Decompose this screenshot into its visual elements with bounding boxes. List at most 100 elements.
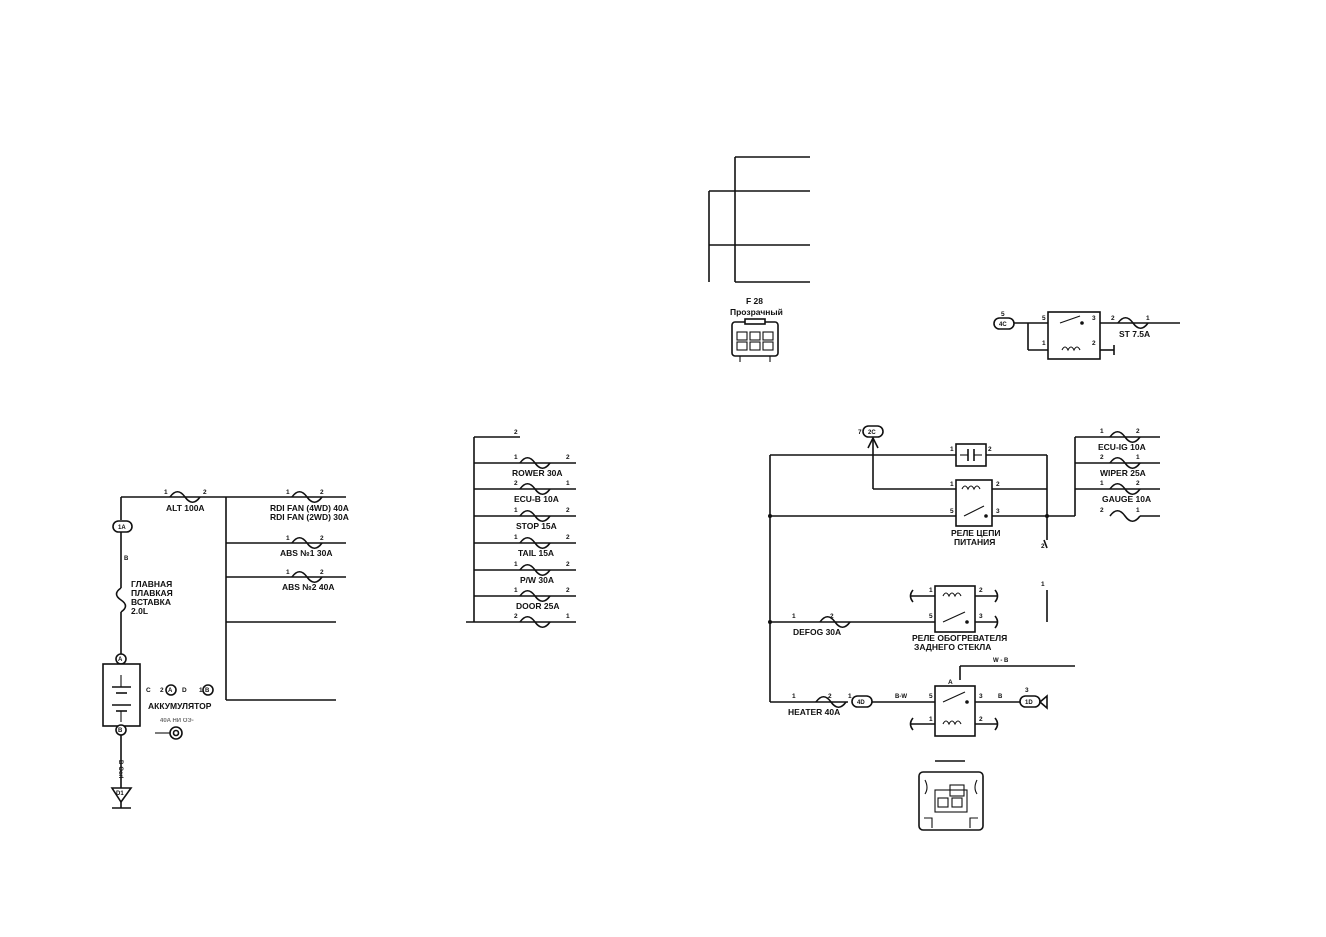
svg-text:5: 5 — [1001, 311, 1005, 318]
svg-text:1: 1 — [286, 569, 290, 576]
svg-text:1: 1 — [164, 489, 168, 496]
fuse-door: DOOR 25A — [516, 601, 559, 611]
svg-text:3: 3 — [979, 693, 983, 700]
svg-text:3: 3 — [996, 508, 1000, 515]
svg-text:2: 2 — [979, 587, 983, 594]
svg-text:2: 2 — [1100, 507, 1104, 514]
top-table-outline — [708, 156, 810, 283]
power-relay-label2: ПИТАНИЯ — [954, 537, 995, 547]
main-link-line2: ПЛАВКАЯ — [131, 588, 173, 598]
svg-text:1: 1 — [1042, 340, 1046, 347]
capacitor-box — [955, 443, 987, 467]
svg-text:2: 2 — [1041, 543, 1045, 550]
svg-text:1: 1 — [514, 454, 518, 461]
svg-text:2: 2 — [566, 561, 570, 568]
main-link-line3: ВСТАВКА — [131, 597, 171, 607]
svg-text:D: D — [182, 687, 187, 694]
svg-text:2: 2 — [160, 687, 164, 694]
svg-text:1: 1 — [286, 535, 290, 542]
fuse-pw: P/W 30A — [520, 575, 554, 585]
svg-text:2: 2 — [514, 429, 518, 436]
defog-relay-box — [934, 585, 976, 633]
ground-symbol — [110, 787, 133, 804]
battery-label: АККУМУЛЯТОР — [148, 701, 212, 711]
heater-fuse-label: HEATER 40A — [788, 707, 840, 717]
right-section: 7 2C 1 2 1 2 5 3 РЕЛЕ ЦЕПИ ПИТАНИЯ 2 — [768, 425, 1160, 737]
svg-text:2C: 2C — [868, 430, 876, 436]
svg-text:1: 1 — [792, 693, 796, 700]
svg-text:2: 2 — [830, 613, 834, 620]
svg-text:A: A — [168, 688, 173, 694]
svg-text:2: 2 — [1100, 454, 1104, 461]
svg-text:2: 2 — [320, 535, 324, 542]
svg-text:C: C — [146, 687, 151, 694]
pin-a-circle — [165, 684, 177, 696]
svg-text:1: 1 — [1146, 315, 1150, 322]
svg-text:1: 1 — [1100, 428, 1104, 435]
svg-text:1: 1 — [199, 687, 203, 694]
svg-text:1: 1 — [950, 481, 954, 488]
defog-relay-label1: РЕЛЕ ОБОГРЕВАТЕЛЯ — [912, 633, 1007, 643]
wire-b: B — [998, 694, 1003, 700]
connector-f28-color: Прозрачный — [730, 307, 783, 317]
connector-f28: F 28 Прозрачный — [730, 296, 783, 362]
svg-text:2: 2 — [566, 507, 570, 514]
svg-text:B: B — [118, 728, 123, 734]
st-relay-circuit: 4C 5 5 3 1 2 2 1 ST 7.5A — [993, 311, 1180, 360]
fuse-wiper: WIPER 25A — [1100, 468, 1146, 478]
fuse-ecu-ig: ECU-IG 10A — [1098, 442, 1146, 452]
svg-text:5: 5 — [950, 508, 954, 515]
svg-text:2: 2 — [979, 716, 983, 723]
svg-text:1: 1 — [514, 507, 518, 514]
left-section: 1 2 ALT 100A 1A B ГЛАВНАЯ ПЛАВКАЯ ВСТАВК… — [102, 489, 349, 809]
svg-text:2: 2 — [1111, 315, 1115, 322]
svg-text:1: 1 — [929, 587, 933, 594]
defog-fuse-label: DEFOG 30A — [793, 627, 841, 637]
svg-text:2: 2 — [514, 480, 518, 487]
svg-text:4C: 4C — [999, 322, 1007, 328]
svg-text:2: 2 — [320, 489, 324, 496]
abs2-label: ABS №2 40A — [282, 582, 334, 592]
alt-fuse-label: ALT 100A — [166, 503, 205, 513]
connector-1a-label: 1A — [118, 525, 126, 531]
rdi-fan-fuse-symbol — [291, 490, 323, 504]
svg-text:1: 1 — [566, 613, 570, 620]
svg-text:4D: 4D — [857, 700, 865, 706]
svg-text:2: 2 — [1092, 340, 1096, 347]
st-fuse-label: ST 7.5A — [1119, 329, 1150, 339]
ground-wire-color: B-Ocrl — [117, 760, 123, 779]
svg-text:D1: D1 — [116, 791, 124, 797]
svg-text:2: 2 — [514, 613, 518, 620]
svg-text:2: 2 — [566, 587, 570, 594]
svg-text:2: 2 — [1136, 480, 1140, 487]
svg-text:1: 1 — [514, 587, 518, 594]
svg-text:1: 1 — [792, 613, 796, 620]
main-link-line1: ГЛАВНАЯ — [131, 579, 172, 589]
bottom-connector-view — [918, 760, 984, 831]
fuse-rower: ROWER 30A — [512, 468, 563, 478]
svg-text:1: 1 — [514, 561, 518, 568]
svg-text:A: A — [948, 679, 953, 686]
svg-text:1: 1 — [1041, 581, 1045, 588]
svg-text:B: B — [205, 688, 210, 694]
pin-b-circle — [202, 684, 214, 696]
svg-text:1: 1 — [929, 716, 933, 723]
svg-text:1: 1 — [1100, 480, 1104, 487]
svg-text:3: 3 — [979, 613, 983, 620]
svg-text:1: 1 — [286, 489, 290, 496]
svg-text:1D: 1D — [1025, 700, 1033, 706]
svg-text:1: 1 — [514, 534, 518, 541]
svg-text:1: 1 — [566, 480, 570, 487]
svg-text:2: 2 — [566, 454, 570, 461]
wire-b-w: B-W — [895, 694, 907, 700]
power-relay-label1: РЕЛЕ ЦЕПИ — [951, 528, 1000, 538]
alt-fuse-symbol — [169, 490, 201, 504]
svg-text:2: 2 — [320, 569, 324, 576]
heater-relay-box — [934, 685, 976, 737]
abs1-fuse-symbol — [291, 536, 323, 550]
svg-text:1: 1 — [1136, 507, 1140, 514]
svg-text:2: 2 — [988, 446, 992, 453]
svg-text:5: 5 — [1042, 315, 1046, 322]
main-link-line4: 2.0L — [131, 606, 148, 616]
